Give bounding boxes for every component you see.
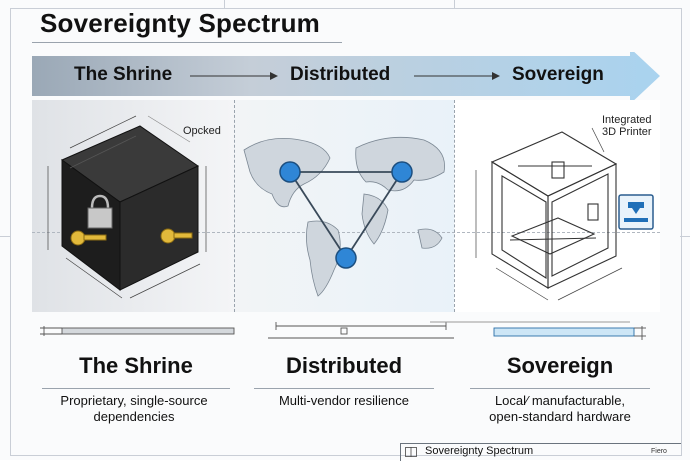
divider-2 xyxy=(454,100,455,312)
frame-tick-left xyxy=(0,236,10,237)
section-desc-distributed: Multi-vendor resilience xyxy=(278,393,410,408)
printer-annotation: Integrated 3D Printer xyxy=(602,114,652,138)
section-rule-shrine xyxy=(42,388,230,389)
frame-tick-top-2 xyxy=(454,0,455,8)
node-south-america xyxy=(335,247,357,269)
title-block-label: Sovereignty Spectrum xyxy=(425,445,534,457)
node-north-america xyxy=(279,161,301,183)
printer-wireframe xyxy=(475,127,623,301)
band-stage-distributed: Distributed xyxy=(290,64,391,85)
locked-annotation: Opcked xyxy=(183,125,221,137)
section-title-shrine: The Shrine xyxy=(79,353,193,378)
section-title-distributed: Distributed xyxy=(285,353,403,378)
distributed-panel xyxy=(234,100,454,312)
printer-icon xyxy=(618,194,654,230)
spectrum-arrow xyxy=(32,52,660,100)
section-desc-sovereign: Local⁄ manufacturable, open-standard har… xyxy=(489,393,631,424)
node-europe xyxy=(391,161,413,183)
section-desc-shrine: Proprietary, single-source dependencies xyxy=(60,393,208,424)
title-block: Sovereignty Spectrum Fiero xyxy=(400,443,681,461)
section-rule-distributed xyxy=(254,388,434,389)
title-block-small: Fiero xyxy=(651,448,667,455)
drawing-frame xyxy=(10,8,682,456)
band-stage-shrine: The Shrine xyxy=(74,64,173,85)
frame-tick-top-1 xyxy=(224,0,225,8)
page-title: Sovereignty Spectrum xyxy=(40,8,320,38)
section-title-sovereign: Sovereign xyxy=(506,353,614,378)
section-plan-strip xyxy=(40,321,646,340)
frame-tick-right xyxy=(680,236,690,237)
divider-1 xyxy=(234,100,235,312)
title-block-mark-icon xyxy=(405,447,417,457)
section-rule-sovereign xyxy=(470,388,650,389)
spectrum-band xyxy=(32,52,660,100)
center-dashed-line xyxy=(32,232,660,233)
locked-cube-illustration xyxy=(47,115,207,299)
band-stage-sovereign: Sovereign xyxy=(512,64,604,85)
world-map-network xyxy=(243,136,445,297)
title-underline xyxy=(32,42,342,43)
